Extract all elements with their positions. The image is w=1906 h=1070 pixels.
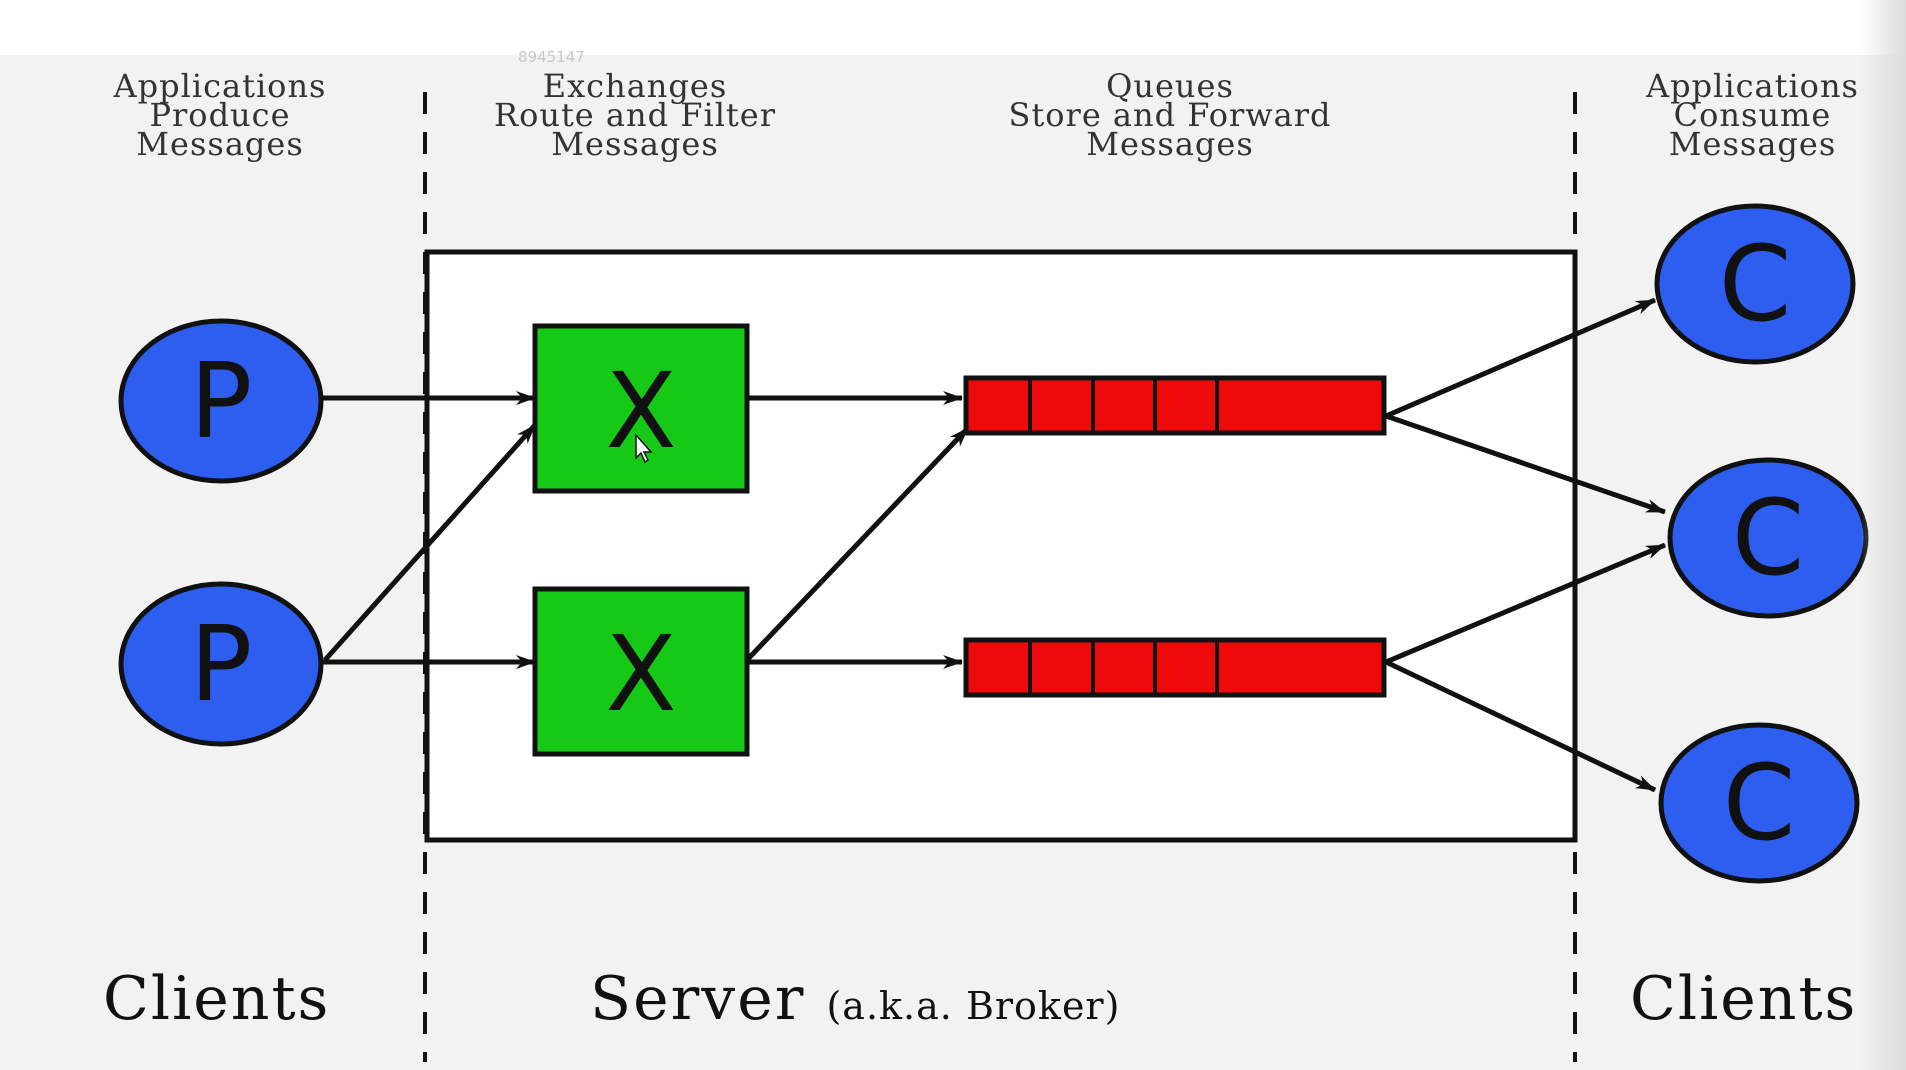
consumers-header-line3: Messages [1668,125,1837,163]
arrow-q1-c1 [1385,297,1656,419]
producer-label-1: P [190,340,253,462]
consumer-label-2: C [1732,477,1805,599]
mouse-cursor-icon [635,433,653,464]
exchange-label-2: X [605,613,676,735]
server-label-note: (a.k.a. Broker) [826,984,1121,1028]
consumer-node-1: C [1654,203,1856,365]
arrow-q1-c2 [1385,413,1666,515]
producer-ellipse-1 [118,318,324,484]
consumer-label-1: C [1719,223,1792,345]
arrow-x2-q1 [745,426,970,662]
queues-header-line2: Store and Forward [1008,96,1332,134]
producer-label-2: P [190,603,253,725]
queue-2-body [963,637,1387,698]
exchanges-header: Exchanges Route and Filter Messages [450,67,820,163]
producers-header-line3: Messages [136,125,304,163]
producers-header-line1: Applications [113,67,327,105]
queue-1-body [963,375,1387,436]
exchange-box-2 [532,586,750,757]
queue-1 [963,375,1387,436]
consumer-ellipse-3 [1658,722,1860,884]
exchange-node-1: X [532,323,750,494]
arrow-q2-c3 [1384,659,1657,793]
producer-ellipse-2 [118,581,324,747]
clients-left-label: Clients [103,964,331,1034]
producer-node-1: P [118,318,324,484]
exchange-box-1 [532,323,750,494]
producers-header-line2: Produce [149,96,291,134]
consumer-node-2: C [1667,457,1869,619]
consumer-node-3: C [1658,722,1860,884]
queue-2 [963,637,1387,698]
producers-header: Applications Produce Messages [60,67,380,163]
connector-arrows [322,297,1666,793]
consumers-header: Applications Consume Messages [1600,67,1905,163]
exchanges-header-line2: Route and Filter [493,96,777,134]
queues-header: Queues Store and Forward Messages [970,67,1370,163]
arrow-p2-x1 [323,423,537,662]
consumers-header-line2: Consume [1673,96,1832,134]
clients-right-label: Clients [1630,964,1858,1034]
consumers-header-line1: Applications [1646,67,1859,105]
producer-node-2: P [118,581,324,747]
queues-header-line3: Messages [1086,125,1254,163]
exchanges-header-line3: Messages [551,125,719,163]
exchanges-header-line1: Exchanges [542,67,728,105]
watermark-text: 8945147 [518,48,585,66]
server-label-main: Server [590,964,806,1034]
exchange-node-2: X [532,586,750,757]
arrow-q2-c2 [1385,542,1666,665]
right-edge-fade [1860,0,1906,1070]
queues-header-line1: Queues [1106,67,1234,105]
top-band [0,0,1906,55]
server-label: Server (a.k.a. Broker) [590,964,1120,1034]
consumer-ellipse-1 [1654,203,1856,365]
consumer-label-3: C [1723,742,1796,864]
